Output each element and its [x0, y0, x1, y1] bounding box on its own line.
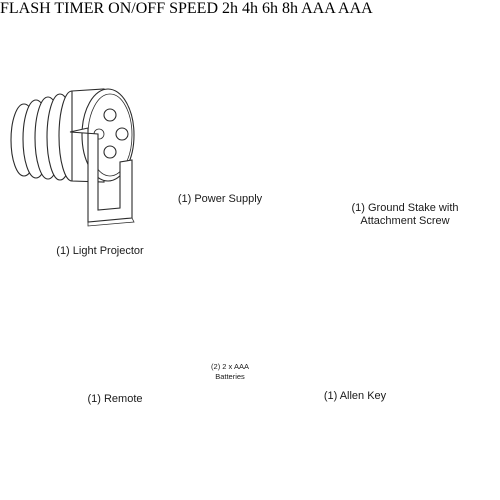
- allen-key-caption: (1) Allen Key: [323, 390, 387, 402]
- battery-1-label: AAA: [301, 0, 335, 17]
- light-projector-illustration: [10, 88, 135, 227]
- ground-stake-caption-line1: (1) Ground Stake with: [351, 202, 459, 214]
- remote-6h-label: 6h: [262, 0, 278, 17]
- remote-8h-label: 8h: [282, 0, 298, 17]
- light-projector-caption: (1) Light Projector: [56, 245, 144, 257]
- remote-speed-label: SPEED: [169, 0, 218, 17]
- battery-2-label: AAA: [338, 0, 373, 17]
- remote-4h-label: 4h: [242, 0, 258, 17]
- power-supply-caption: (1) Power Supply: [177, 193, 263, 205]
- remote-caption: (1) Remote: [87, 393, 143, 405]
- batteries-caption-line2: Batteries: [215, 372, 245, 381]
- batteries-caption-line1: (2) 2 x AAA: [211, 362, 249, 371]
- remote-2h-label: 2h: [222, 0, 238, 17]
- remote-timer-label: TIMER ON/OFF: [54, 0, 166, 17]
- ground-stake-caption-line2: Attachment Screw: [360, 215, 450, 227]
- remote-flash-label: FLASH: [0, 0, 51, 17]
